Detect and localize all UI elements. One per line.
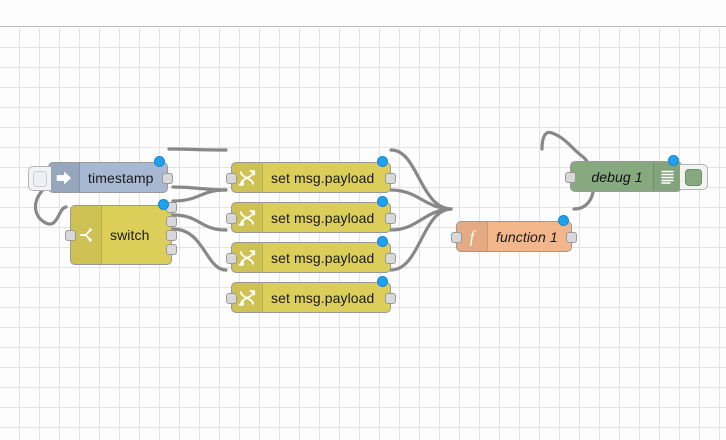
function-f-icon: f (457, 222, 488, 251)
switch-branch-icon (71, 206, 102, 264)
function-input-port[interactable] (451, 232, 462, 243)
node-change-2[interactable]: set msg.payload (226, 196, 396, 233)
inject-arrow-icon (49, 163, 80, 192)
change-4-status-dot (377, 276, 388, 287)
switch-output-port-2[interactable] (166, 216, 177, 227)
editor-header-bar (0, 0, 726, 27)
change-4-input-port[interactable] (226, 293, 237, 304)
change-2-input-port[interactable] (226, 213, 237, 224)
debug-toggle-knob (685, 168, 702, 186)
debug-node-label: debug 1 (591, 168, 643, 185)
function-output-port[interactable] (566, 232, 577, 243)
debug-status-dot (668, 155, 679, 166)
change-1-input-port[interactable] (226, 173, 237, 184)
change-1-output-port[interactable] (385, 173, 396, 184)
wire-change-2-to-function (389, 188, 453, 211)
wire-switch-out-2-to-change-2b (171, 188, 228, 203)
change-node-4-label: set msg.payload (271, 289, 375, 306)
inject-status-dot (154, 156, 165, 167)
node-function[interactable]: f function 1 (451, 215, 577, 252)
switch-output-port-4[interactable] (166, 244, 177, 255)
change-swap-icon (232, 203, 263, 232)
inject-node-label: timestamp (88, 169, 154, 186)
change-swap-icon (232, 163, 263, 192)
change-2-output-port[interactable] (385, 213, 396, 224)
change-node-1-label: set msg.payload (271, 169, 375, 186)
change-1-status-dot (377, 156, 388, 167)
change-node-3-label: set msg.payload (271, 249, 375, 266)
flow-canvas[interactable]: timestamp switch (0, 28, 726, 440)
function-status-dot (558, 215, 569, 226)
wire-switch-out-4-to-change-4 (171, 227, 228, 272)
inject-output-port[interactable] (162, 173, 173, 184)
node-change-4[interactable]: set msg.payload (226, 276, 396, 313)
function-node-label: function 1 (496, 228, 558, 245)
change-3-output-port[interactable] (385, 253, 396, 264)
change-2-status-dot (377, 196, 388, 207)
svg-text:f: f (470, 227, 477, 246)
node-change-1[interactable]: set msg.payload (226, 156, 396, 193)
node-switch[interactable]: switch (65, 199, 177, 265)
node-debug[interactable]: debug 1 (565, 155, 708, 192)
debug-input-port[interactable] (565, 172, 576, 183)
wire-change-1-to-function (389, 148, 453, 211)
node-inject-timestamp[interactable]: timestamp (28, 156, 173, 193)
wire-inject-to-change-1 (167, 147, 228, 152)
node-change-3[interactable]: set msg.payload (226, 236, 396, 273)
debug-enable-toggle[interactable] (680, 164, 708, 190)
wire-change-4-to-function (389, 207, 453, 272)
change-node-2-label: set msg.payload (271, 209, 375, 226)
switch-node-label: switch (110, 227, 150, 243)
change-4-output-port[interactable] (385, 293, 396, 304)
inject-button-knob (33, 170, 47, 187)
switch-input-port[interactable] (65, 230, 76, 241)
switch-output-port-3[interactable] (166, 230, 177, 241)
change-swap-icon (232, 243, 263, 272)
debug-lines-icon (653, 163, 680, 190)
change-swap-icon (232, 283, 263, 312)
wire-change-3-to-function (389, 207, 453, 232)
change-3-input-port[interactable] (226, 253, 237, 264)
wire-switch-out-1-to-change-2 (171, 185, 228, 192)
inject-trigger-button[interactable] (28, 166, 51, 191)
switch-status-dot (158, 199, 169, 210)
change-3-status-dot (377, 236, 388, 247)
wire-switch-out-3-to-change-3 (171, 213, 228, 232)
